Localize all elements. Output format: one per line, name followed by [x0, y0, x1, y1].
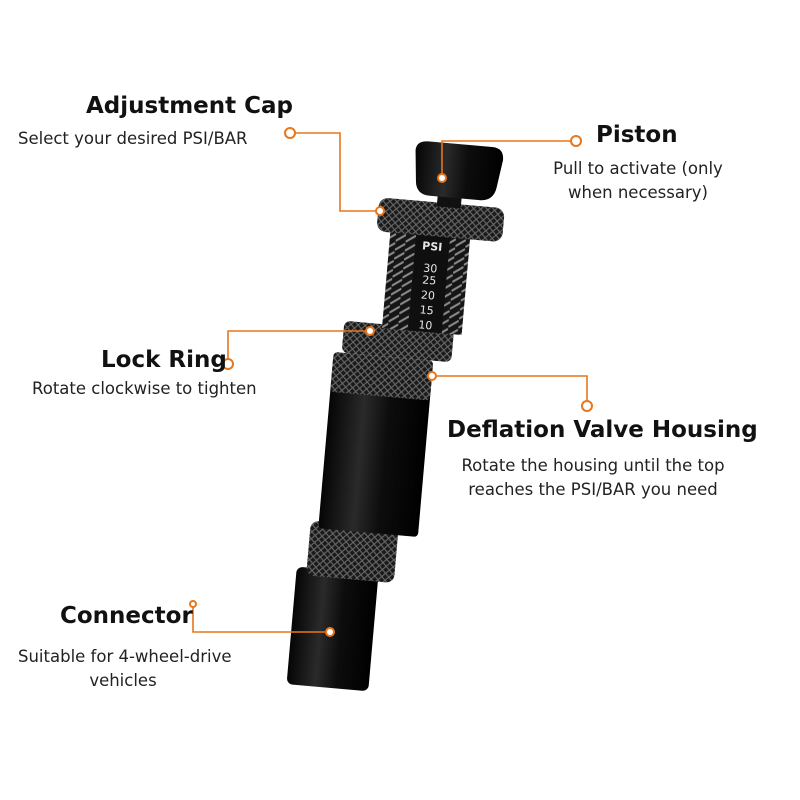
connector-desc-line2: vehicles — [89, 671, 157, 690]
psi-tick-25: 25 — [422, 273, 437, 287]
adjustment-cap-desc: Select your desired PSI/BAR — [18, 129, 248, 148]
connector-title: Connector — [60, 603, 193, 629]
housing-dot-outer — [581, 400, 593, 412]
connector-dot-outer — [189, 600, 197, 608]
psi-scale-plate — [407, 232, 451, 334]
piston-dot-inner — [437, 173, 447, 183]
psi-tick-30: 30 — [423, 261, 438, 275]
psi-unit-label: PSI — [422, 239, 443, 254]
lower-knurl-band — [306, 521, 398, 583]
piston-title: Piston — [596, 122, 678, 148]
housing-desc-line2: reaches the PSI/BAR you need — [468, 480, 718, 499]
connector-dot-inner — [325, 627, 335, 637]
adjustment-cap-part — [377, 198, 505, 242]
psi-tick-20: 20 — [420, 288, 435, 302]
piston-desc-line1: Pull to activate (only — [553, 159, 723, 178]
housing-desc-line1: Rotate the housing until the top — [461, 456, 725, 475]
callout-dots — [189, 127, 593, 637]
psi-tick-15: 15 — [419, 303, 434, 317]
piston-line — [441, 140, 574, 176]
lock-ring-desc: Rotate clockwise to tighten — [32, 379, 257, 398]
callout-lines — [192, 132, 588, 633]
adjustment-cap-dot-outer — [284, 127, 296, 139]
housing-part — [318, 354, 433, 537]
lock-ring-title: Lock Ring — [101, 347, 227, 373]
lock-ring-dot-inner — [365, 326, 375, 336]
piston-desc-line2: when necessary) — [568, 183, 708, 202]
housing-knurl-band — [330, 352, 433, 401]
lock-ring-dot-outer — [222, 358, 234, 370]
adjustment-cap-line — [296, 132, 378, 212]
connector-line — [192, 604, 330, 633]
housing-line — [432, 375, 588, 405]
housing-dot-inner — [427, 371, 437, 381]
connector-desc-line1: Suitable for 4-wheel-drive — [18, 647, 232, 666]
housing-title: Deflation Valve Housing — [447, 417, 758, 443]
psi-tick-10: 10 — [418, 318, 433, 332]
piston-dot-outer — [570, 135, 582, 147]
piston-head — [415, 141, 504, 201]
adjustment-cap-dot-inner — [375, 206, 385, 216]
deflator-tool: PSI 30 25 20 15 10 — [287, 141, 505, 691]
adjustment-cap-title: Adjustment Cap — [86, 93, 294, 119]
lock-ring-line — [227, 330, 370, 362]
